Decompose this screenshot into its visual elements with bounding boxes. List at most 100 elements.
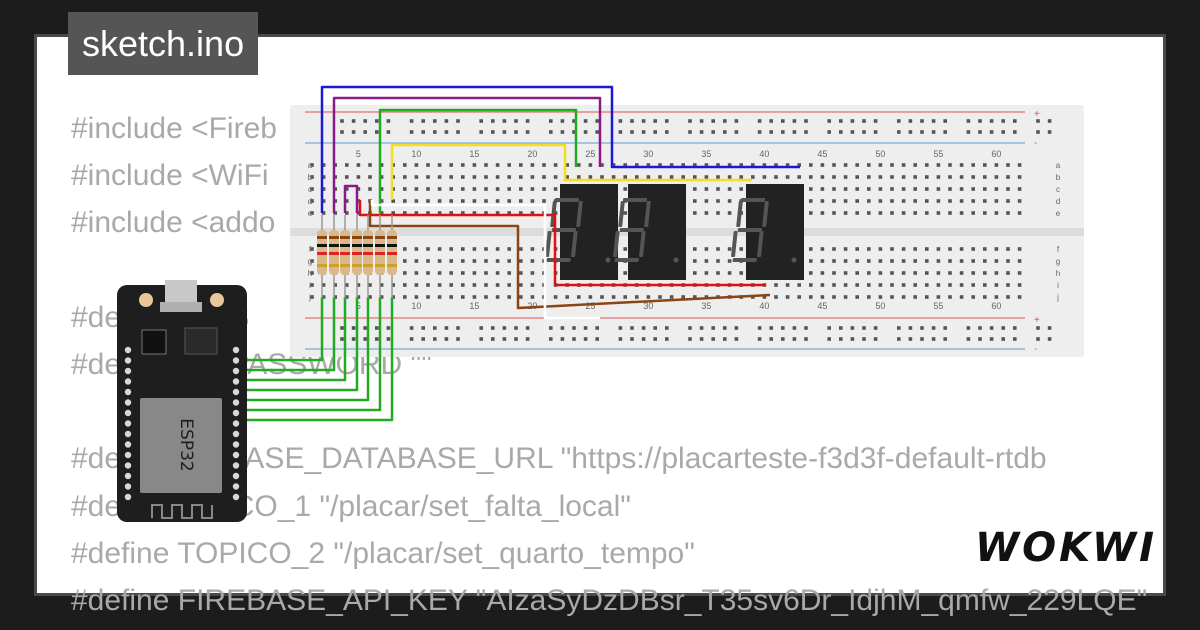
rail-hole — [920, 130, 924, 134]
breadboard-hole — [959, 247, 964, 251]
breadboard-hole — [727, 211, 732, 215]
rail-hole — [711, 130, 715, 134]
breadboard-hole — [356, 163, 361, 167]
breadboard-hole — [321, 187, 326, 191]
resistor-band — [329, 236, 339, 239]
breadboard-hole — [693, 271, 697, 275]
code-line: #include <Fireb — [71, 112, 277, 145]
breadboard-hole — [519, 259, 523, 263]
breadboard-hole — [1006, 175, 1010, 179]
breadboard-hole — [913, 163, 917, 167]
breadboard-hole — [565, 295, 569, 299]
breadboard-hole — [716, 247, 720, 251]
rail-hole — [769, 337, 773, 341]
row-letter: d — [308, 197, 312, 206]
breadboard-hole — [437, 295, 442, 299]
rail-hole — [514, 337, 518, 341]
resistor-band — [317, 236, 327, 239]
breadboard-hole — [310, 175, 314, 179]
rail-hole — [908, 326, 913, 330]
rail-hole — [723, 337, 727, 341]
esp32-pin — [232, 451, 240, 459]
rail-hole — [583, 130, 588, 134]
breadboard-hole — [867, 163, 871, 167]
breadboard-hole — [936, 175, 941, 179]
breadboard-hole — [820, 163, 825, 167]
rail-hole — [931, 337, 936, 341]
breadboard-hole — [669, 175, 674, 179]
resistor-band — [363, 264, 373, 267]
rail-hole — [943, 337, 947, 341]
breadboard-hole — [507, 295, 511, 299]
display-segment — [736, 201, 743, 227]
breadboard-hole — [832, 175, 836, 179]
breadboard-hole — [403, 187, 407, 191]
rail-hole — [525, 130, 530, 134]
breadboard-hole — [553, 187, 558, 191]
breadboard-hole — [472, 199, 477, 203]
rail-hole — [839, 130, 843, 134]
breadboard-hole — [600, 175, 604, 179]
rail-hole — [653, 326, 657, 330]
breadboard-hole — [716, 211, 720, 215]
top-plus-label: + — [1034, 109, 1040, 120]
breadboard-hole — [379, 187, 384, 191]
breadboard-hole — [936, 259, 941, 263]
breadboard-hole — [936, 187, 941, 191]
column-number: 40 — [759, 149, 769, 159]
breadboard-hole — [391, 211, 395, 215]
breadboard-hole — [867, 259, 871, 263]
breadboard-hole — [936, 247, 941, 251]
column-number: 20 — [527, 301, 537, 311]
rail-hole — [549, 326, 553, 330]
file-tab[interactable]: sketch.ino — [68, 12, 259, 75]
column-number: 5 — [356, 149, 361, 159]
resistor — [340, 215, 350, 298]
breadboard-hole — [704, 295, 709, 299]
rail-hole — [502, 337, 507, 341]
rail-hole — [560, 130, 565, 134]
breadboard-hole — [1006, 259, 1010, 263]
breadboard-hole — [519, 175, 523, 179]
esp32-pin — [124, 451, 132, 459]
breadboard-hole — [1017, 211, 1022, 215]
rail-hole — [456, 119, 460, 123]
breadboard-hole — [310, 163, 314, 167]
breadboard-hole — [391, 199, 395, 203]
rail-hole — [630, 119, 634, 123]
breadboard-hole — [809, 187, 813, 191]
rail-hole — [583, 337, 588, 341]
breadboard-hole — [913, 247, 917, 251]
esp32-chip-label: ESP32 — [176, 418, 196, 471]
breadboard-hole — [623, 175, 627, 179]
breadboard-hole — [820, 187, 825, 191]
breadboard-hole — [878, 247, 883, 251]
breadboard-hole — [925, 247, 929, 251]
code-line: #de EBASE_DATABASE_URL "https://placarte… — [71, 442, 1047, 476]
rail-hole — [792, 119, 797, 123]
rail-hole — [560, 337, 565, 341]
resistor — [352, 215, 362, 298]
column-number: 55 — [933, 149, 943, 159]
esp32-pin — [232, 441, 240, 448]
breadboard-hole — [867, 187, 871, 191]
breadboard-hole — [820, 283, 825, 287]
rail-hole — [421, 119, 425, 123]
rail-hole — [375, 119, 379, 123]
breadboard-hole — [809, 283, 813, 287]
rail-hole — [1013, 119, 1017, 123]
breadboard-hole — [959, 187, 964, 191]
rail-hole — [699, 326, 704, 330]
breadboard-hole — [878, 283, 883, 287]
breadboard-hole — [878, 199, 883, 203]
breadboard-hole — [867, 247, 871, 251]
rail-hole — [943, 326, 947, 330]
esp32-pin — [124, 346, 132, 354]
breadboard-hole — [913, 187, 917, 191]
breadboard-hole — [762, 163, 767, 167]
breadboard-hole — [1006, 271, 1010, 275]
breadboard-hole — [321, 199, 326, 203]
breadboard-hole — [901, 271, 906, 275]
rail-hole — [711, 119, 715, 123]
esp32-pin — [232, 378, 240, 385]
